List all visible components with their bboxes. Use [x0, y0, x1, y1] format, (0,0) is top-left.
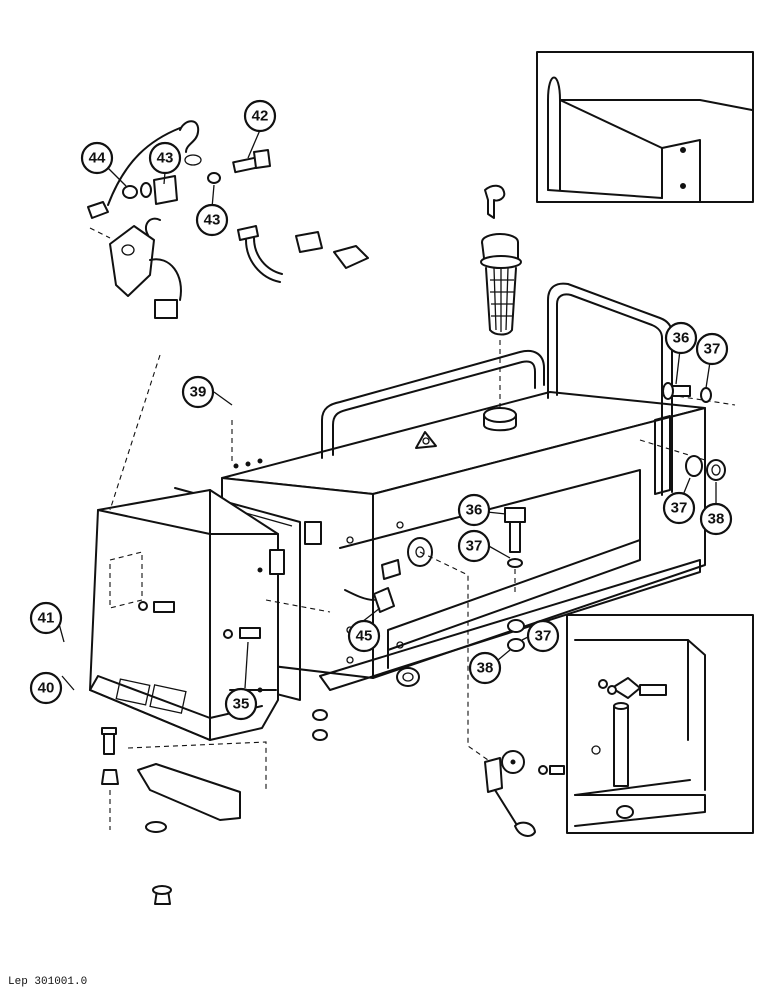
svg-text:36: 36 — [673, 330, 690, 347]
callout-45: 45 — [347, 619, 381, 653]
svg-text:41: 41 — [38, 610, 55, 627]
callout-38-rear: 38 — [699, 502, 733, 536]
callout-38-lower: 38 — [468, 651, 502, 685]
svg-text:43: 43 — [157, 150, 174, 167]
svg-text:45: 45 — [356, 628, 373, 645]
callout-37-lower: 37 — [526, 619, 560, 653]
callout-43-upper: 43 — [148, 141, 182, 175]
svg-text:37: 37 — [671, 500, 688, 517]
callout-39: 39 — [181, 375, 215, 409]
svg-text:42: 42 — [252, 108, 269, 125]
svg-text:35: 35 — [233, 696, 250, 713]
fuel-sender — [484, 750, 565, 837]
svg-text:37: 37 — [535, 628, 552, 645]
callout-37-mid: 37 — [457, 529, 491, 563]
svg-text:44: 44 — [89, 150, 106, 167]
svg-text:37: 37 — [704, 341, 721, 358]
cover-box — [89, 489, 285, 741]
svg-text:38: 38 — [708, 511, 725, 528]
lower-guard — [101, 727, 267, 905]
callout-37-rear-top: 37 — [695, 332, 729, 366]
callout-36-rear: 36 — [664, 321, 698, 355]
svg-text:40: 40 — [38, 680, 55, 697]
ignition-switch-assembly — [87, 120, 369, 319]
callout-35: 35 — [224, 687, 258, 721]
callout-37-rear-bottom: 37 — [662, 491, 696, 525]
callout-42: 42 — [243, 99, 277, 133]
callouts: 42 43 44 43 39 36 37 37 38 36 37 45 37 3… — [29, 99, 733, 721]
svg-text:39: 39 — [190, 384, 207, 401]
detail-inset-bottom — [566, 614, 754, 834]
svg-text:43: 43 — [204, 212, 221, 229]
callout-40: 40 — [29, 671, 63, 705]
reference-code: Lep 301001.0 — [8, 976, 87, 988]
svg-text:36: 36 — [466, 502, 483, 519]
callout-44: 44 — [80, 141, 114, 175]
svg-text:37: 37 — [466, 538, 483, 555]
assembly-lines — [109, 340, 736, 761]
filler-cap-assembly — [480, 184, 522, 336]
svg-text:38: 38 — [477, 660, 494, 677]
callout-43-lower: 43 — [195, 203, 229, 237]
detail-inset-top — [536, 51, 754, 203]
callout-41: 41 — [29, 601, 63, 635]
callout-36-mid: 36 — [457, 493, 491, 527]
rear-hardware — [504, 382, 726, 652]
